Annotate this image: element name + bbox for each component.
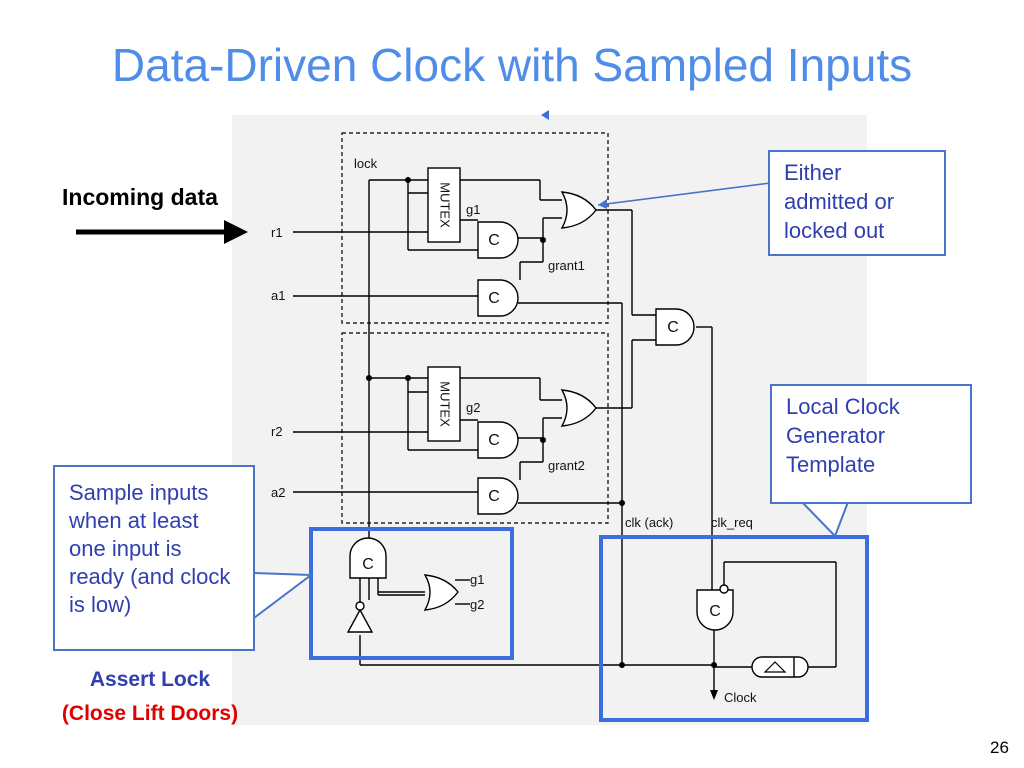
c-label-7: C — [709, 603, 721, 620]
g1-label: g1 — [466, 202, 480, 217]
clk-ack-label: clk (ack) — [625, 515, 673, 530]
sample-inputs-callout: Sample inputs when at least one input is… — [53, 465, 255, 651]
c-label-5: C — [667, 319, 679, 336]
r2-label: r2 — [271, 424, 283, 439]
or-gate-3 — [423, 574, 459, 611]
c-element-4 — [477, 477, 519, 515]
c-element-7-bubble — [719, 584, 729, 594]
lock-highlight-box — [309, 527, 514, 660]
clock-label: Clock — [724, 690, 757, 705]
mutex-upper — [427, 167, 461, 243]
incoming-data-label: Incoming data — [62, 184, 218, 210]
or-gates — [423, 191, 597, 611]
lower-dashed-box — [341, 332, 609, 524]
clk-req-label: clk_req — [711, 515, 753, 530]
c-element-3 — [477, 421, 519, 459]
either-callout-pointer — [597, 182, 771, 206]
junction-dots — [366, 177, 717, 668]
r1-label: r1 — [271, 225, 283, 240]
clock-arrow-icon — [710, 690, 718, 700]
slide-title: Data-Driven Clock with Sampled Inputs — [111, 39, 913, 91]
incoming-arrow-icon — [224, 220, 248, 244]
or-gate-2 — [560, 389, 597, 427]
grant2-label: grant2 — [548, 458, 585, 473]
clock-generator-highlight-box — [599, 535, 869, 722]
mutex-lower — [427, 366, 461, 442]
circuit-background — [232, 115, 867, 725]
c-element-2 — [477, 279, 519, 317]
or-g2-label: g2 — [470, 597, 484, 612]
a1-label: a1 — [271, 288, 285, 303]
mutex-lower-label: MUTEX — [438, 381, 453, 427]
local-callout-pointer — [801, 501, 849, 538]
a2-label: a2 — [271, 485, 285, 500]
c-elements — [349, 221, 734, 631]
delay-triangle-icon — [763, 661, 787, 673]
c-label-6: C — [362, 556, 374, 573]
sample-callout-pointer — [253, 572, 314, 619]
lock-label: lock — [354, 156, 378, 171]
c-labels: C C C C C C C — [362, 232, 721, 620]
grant1-label: grant1 — [548, 258, 585, 273]
c-element-5 — [655, 308, 695, 346]
c-element-1 — [477, 221, 519, 259]
c-label-3: C — [488, 432, 500, 449]
mutex-upper-label: MUTEX — [438, 182, 453, 228]
inverter — [346, 608, 374, 633]
close-lift-doors-label: (Close Lift Doors) — [61, 702, 239, 725]
c-element-7 — [696, 589, 734, 631]
or-g1-label: g1 — [470, 572, 484, 587]
g2-label: g2 — [466, 400, 480, 415]
c-label-4: C — [488, 488, 500, 505]
c-element-6 — [349, 537, 387, 579]
local-clock-callout: Local Clock Generator Template — [770, 384, 972, 504]
c-label-1: C — [488, 232, 500, 249]
assert-lock-label: Assert Lock — [89, 668, 211, 691]
c-label-2: C — [488, 290, 500, 307]
page-number: 26 — [990, 738, 1009, 757]
pointer-marker-icon — [541, 110, 549, 120]
inverter-bubble — [355, 601, 365, 611]
or-gate-1 — [560, 191, 597, 229]
wires — [293, 179, 837, 690]
upper-dashed-box — [341, 132, 609, 324]
either-callout: Either admitted or locked out — [768, 150, 946, 256]
